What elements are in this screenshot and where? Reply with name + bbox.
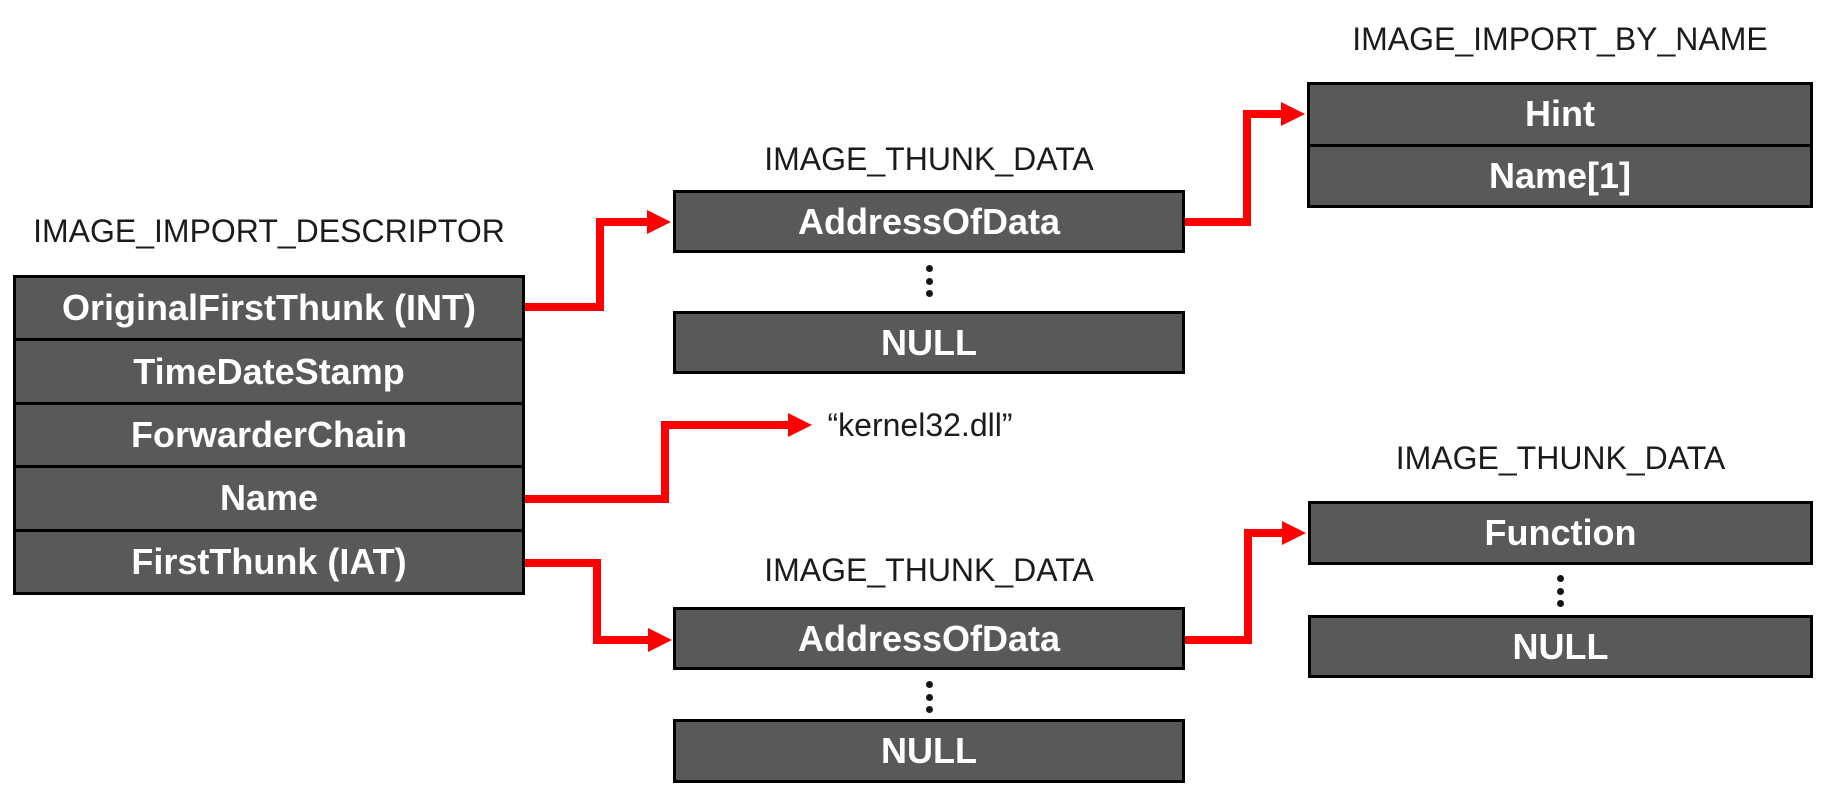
thunk-function-box: Function xyxy=(1308,501,1813,565)
arrow-firstthunk-to-thunkdata xyxy=(525,559,672,652)
arrow-originalfirstthunk-to-thunkdata xyxy=(525,210,671,311)
ellipsis-dot xyxy=(925,681,933,688)
ellipsis-dot xyxy=(1557,587,1564,595)
arrow-name-to-dllname xyxy=(525,413,812,503)
ellipsis-dot xyxy=(925,290,933,297)
vertical-ellipsis-icon xyxy=(673,681,1185,713)
ellipsis-dot xyxy=(1557,575,1564,582)
import-descriptor-table: OriginalFirstThunk (INT) TimeDateStamp F… xyxy=(13,275,525,595)
row-forwarderchain: ForwarderChain xyxy=(16,401,522,465)
row-addressofdata-iat: AddressOfData xyxy=(797,617,1061,659)
dll-name-label: “kernel32.dll” xyxy=(827,407,1013,443)
row-null-iat: NULL xyxy=(881,730,977,771)
thunk-data-int-title: IMAGE_THUNK_DATA xyxy=(764,141,1094,177)
row-null-function: NULL xyxy=(1512,625,1609,667)
thunk-data-function-title: IMAGE_THUNK_DATA xyxy=(1395,440,1726,476)
row-addressofdata-int: AddressOfData xyxy=(797,200,1061,242)
thunk-int-null-box: NULL xyxy=(673,311,1185,374)
row-firstthunk: FirstThunk (IAT) xyxy=(16,528,522,592)
import-by-name-title: IMAGE_IMPORT_BY_NAME xyxy=(1352,21,1768,57)
ellipsis-dot xyxy=(925,706,933,713)
row-function: Function xyxy=(1484,512,1637,553)
row-name: Name xyxy=(16,465,522,528)
thunk-int-addressofdata-box: AddressOfData xyxy=(673,190,1185,253)
thunk-data-iat-title: IMAGE_THUNK_DATA xyxy=(764,552,1094,588)
ellipsis-dot xyxy=(925,693,933,701)
thunk-function-null-box: NULL xyxy=(1308,615,1813,678)
row-timedatestamp: TimeDateStamp xyxy=(16,338,522,401)
thunk-iat-null-box: NULL xyxy=(673,719,1185,783)
ellipsis-dot xyxy=(925,277,933,285)
arrow-addressofdata-to-function xyxy=(1185,521,1306,644)
row-hint: Hint xyxy=(1525,93,1595,135)
vertical-ellipsis-icon xyxy=(1308,575,1813,607)
row-null-int: NULL xyxy=(881,321,977,363)
import-by-name-table: Hint Name[1] xyxy=(1307,82,1813,208)
ellipsis-dot xyxy=(925,265,933,272)
row-originalfirstthunk: OriginalFirstThunk (INT) xyxy=(62,287,476,329)
import-descriptor-title: IMAGE_IMPORT_DESCRIPTOR xyxy=(33,213,505,249)
row-name1: Name[1] xyxy=(1310,143,1810,206)
thunk-iat-addressofdata-box: AddressOfData xyxy=(673,607,1185,670)
ellipsis-dot xyxy=(1557,600,1564,607)
arrow-addressofdata-to-hint xyxy=(1185,102,1305,226)
vertical-ellipsis-icon xyxy=(673,265,1185,297)
